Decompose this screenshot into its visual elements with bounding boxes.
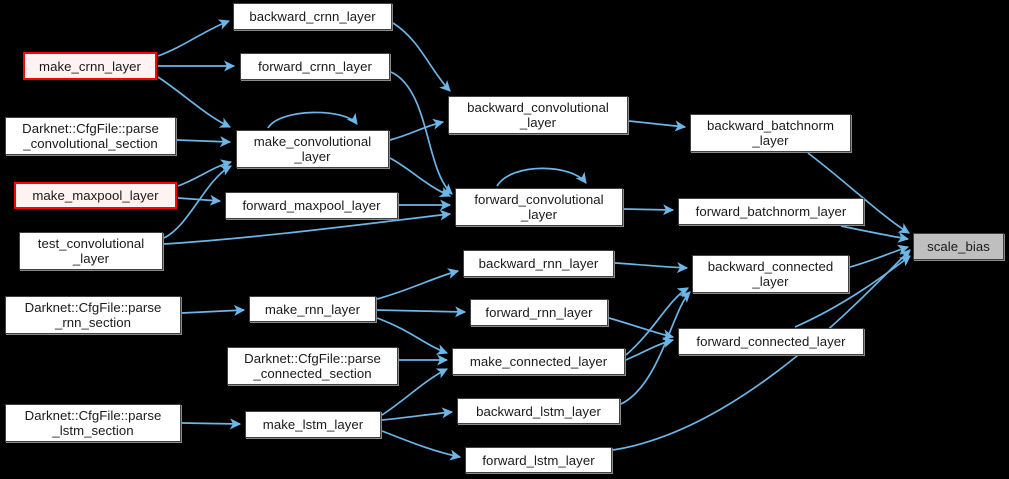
node-backward_connected_layer[interactable]: backward_connected _layer: [692, 255, 849, 293]
node-backward_convolutional_layer[interactable]: backward_convolutional _layer: [448, 96, 628, 134]
edge-make_convolutional_layer-to-backward_convolutional_layer: [389, 118, 445, 141]
node-label-make_connected_layer: make_connected_layer: [469, 354, 608, 369]
edge-forward_crnn_layer-to-forward_convolutional_layer: [390, 71, 453, 195]
node-make_rnn_layer[interactable]: make_rnn_layer: [249, 296, 376, 322]
node-label-make_maxpool_layer: make_maxpool_layer: [32, 188, 159, 203]
node-make_crnn_layer[interactable]: make_crnn_layer: [23, 52, 157, 80]
edge-make_convolutional_layer-to-make_convolutional_layer: [267, 111, 358, 129]
node-backward_lstm_layer[interactable]: backward_lstm_layer: [457, 398, 620, 424]
edge-forward_convolutional_layer-to-forward_batchnorm_layer: [623, 204, 675, 216]
node-forward_lstm_layer[interactable]: forward_lstm_layer: [465, 447, 612, 473]
node-label-backward_connected_layer: backward_connected _layer: [707, 259, 834, 289]
edge-backward_connected_layer-to-scale_bias: [849, 244, 910, 268]
node-label-backward_batchnorm_layer: backward_batchnorm _layer: [707, 118, 834, 148]
node-forward_maxpool_layer[interactable]: forward_maxpool_layer: [225, 192, 398, 219]
node-forward_connected_layer[interactable]: forward_connected_layer: [678, 328, 864, 355]
node-label-forward_crnn_layer: forward_crnn_layer: [258, 59, 372, 74]
node-label-backward_rnn_layer: backward_rnn_layer: [478, 256, 599, 271]
node-label-make_rnn_layer: make_rnn_layer: [264, 301, 361, 317]
node-forward_rnn_layer[interactable]: forward_rnn_layer: [470, 299, 608, 326]
edge-backward_convolutional_layer-to-backward_batchnorm_layer: [628, 120, 687, 132]
edge-forward_convolutional_layer-to-forward_convolutional_layer: [496, 167, 587, 187]
node-label-backward_crnn_layer: backward_crnn_layer: [249, 9, 376, 24]
node-make_maxpool_layer[interactable]: make_maxpool_layer: [14, 182, 177, 209]
edge-parse_rnn_section-to-make_rnn_layer: [181, 304, 246, 316]
node-label-forward_connected_layer: forward_connected_layer: [696, 334, 846, 349]
edge-make_rnn_layer-to-backward_rnn_layer: [376, 268, 460, 300]
edge-parse_lstm_section-to-make_lstm_layer: [181, 418, 242, 430]
edge-make_maxpool_layer-to-forward_maxpool_layer: [177, 194, 222, 206]
node-label-forward_rnn_layer: forward_rnn_layer: [485, 305, 593, 320]
node-label-forward_lstm_layer: forward_lstm_layer: [482, 452, 595, 468]
node-label-parse_lstm_section: Darknet::CfgFile::parse _lstm_section: [24, 408, 162, 438]
node-parse_convolutional_section[interactable]: Darknet::CfgFile::parse _convolutional_s…: [5, 117, 176, 155]
node-backward_batchnorm_layer[interactable]: backward_batchnorm _layer: [690, 114, 851, 152]
node-label-parse_rnn_section: Darknet::CfgFile::parse _rnn_section: [24, 300, 162, 330]
node-forward_batchnorm_layer[interactable]: forward_batchnorm_layer: [678, 198, 864, 225]
node-parse_connected_section[interactable]: Darknet::CfgFile::parse _connected_secti…: [227, 347, 398, 385]
node-label-forward_batchnorm_layer: forward_batchnorm_layer: [695, 204, 847, 219]
edge-backward_rnn_layer-to-backward_connected_layer: [614, 262, 689, 274]
node-forward_crnn_layer[interactable]: forward_crnn_layer: [240, 53, 390, 80]
edge-make_rnn_layer-to-forward_rnn_layer: [376, 306, 467, 318]
node-label-forward_maxpool_layer: forward_maxpool_layer: [242, 198, 381, 213]
node-backward_crnn_layer[interactable]: backward_crnn_layer: [233, 3, 392, 30]
node-label-backward_convolutional_layer: backward_convolutional _layer: [467, 100, 609, 130]
node-label-parse_convolutional_section: Darknet::CfgFile::parse _convolutional_s…: [22, 121, 159, 151]
node-parse_lstm_section[interactable]: Darknet::CfgFile::parse _lstm_section: [5, 404, 181, 442]
node-test_convolutional_layer[interactable]: test_convolutional _layer: [19, 232, 163, 270]
node-make_connected_layer[interactable]: make_connected_layer: [452, 348, 625, 375]
node-backward_rnn_layer[interactable]: backward_rnn_layer: [463, 250, 614, 277]
node-scale_bias[interactable]: scale_bias: [913, 233, 1004, 260]
node-label-make_crnn_layer: make_crnn_layer: [39, 58, 141, 74]
node-label-test_convolutional_layer: test_convolutional _layer: [37, 236, 145, 266]
node-label-forward_convolutional_layer: forward_convolutional _layer: [474, 192, 604, 222]
node-label-backward_lstm_layer: backward_lstm_layer: [476, 403, 601, 419]
node-parse_rnn_section[interactable]: Darknet::CfgFile::parse _rnn_section: [5, 296, 181, 334]
edge-backward_crnn_layer-to-backward_convolutional_layer: [392, 22, 451, 92]
edge-group: [157, 19, 911, 461]
edge-forward_batchnorm_layer-to-scale_bias: [840, 225, 910, 243]
edge-make_connected_layer-to-forward_connected_layer: [625, 337, 675, 361]
node-label-scale_bias: scale_bias: [927, 239, 990, 254]
edge-make_convolutional_layer-to-forward_convolutional_layer: [389, 157, 452, 198]
edge-make_lstm_layer-to-forward_lstm_layer: [381, 430, 462, 461]
edge-make_lstm_layer-to-backward_lstm_layer: [381, 407, 454, 421]
node-label-make_lstm_layer: make_lstm_layer: [262, 417, 364, 432]
edge-make_maxpool_layer-to-make_convolutional_layer: [177, 159, 233, 187]
node-label-make_convolutional_layer: make_convolutional _layer: [253, 134, 372, 164]
edge-parse_convolutional_section-to-make_convolutional_layer: [176, 136, 232, 148]
node-make_lstm_layer[interactable]: make_lstm_layer: [245, 411, 381, 438]
node-label-parse_connected_section: Darknet::CfgFile::parse _connected_secti…: [244, 351, 381, 381]
edge-forward_rnn_layer-to-forward_connected_layer: [608, 317, 675, 341]
node-forward_convolutional_layer[interactable]: forward_convolutional _layer: [455, 188, 623, 226]
edge-make_crnn_layer-to-backward_crnn_layer: [157, 19, 231, 57]
node-make_convolutional_layer[interactable]: make_convolutional _layer: [236, 130, 389, 168]
